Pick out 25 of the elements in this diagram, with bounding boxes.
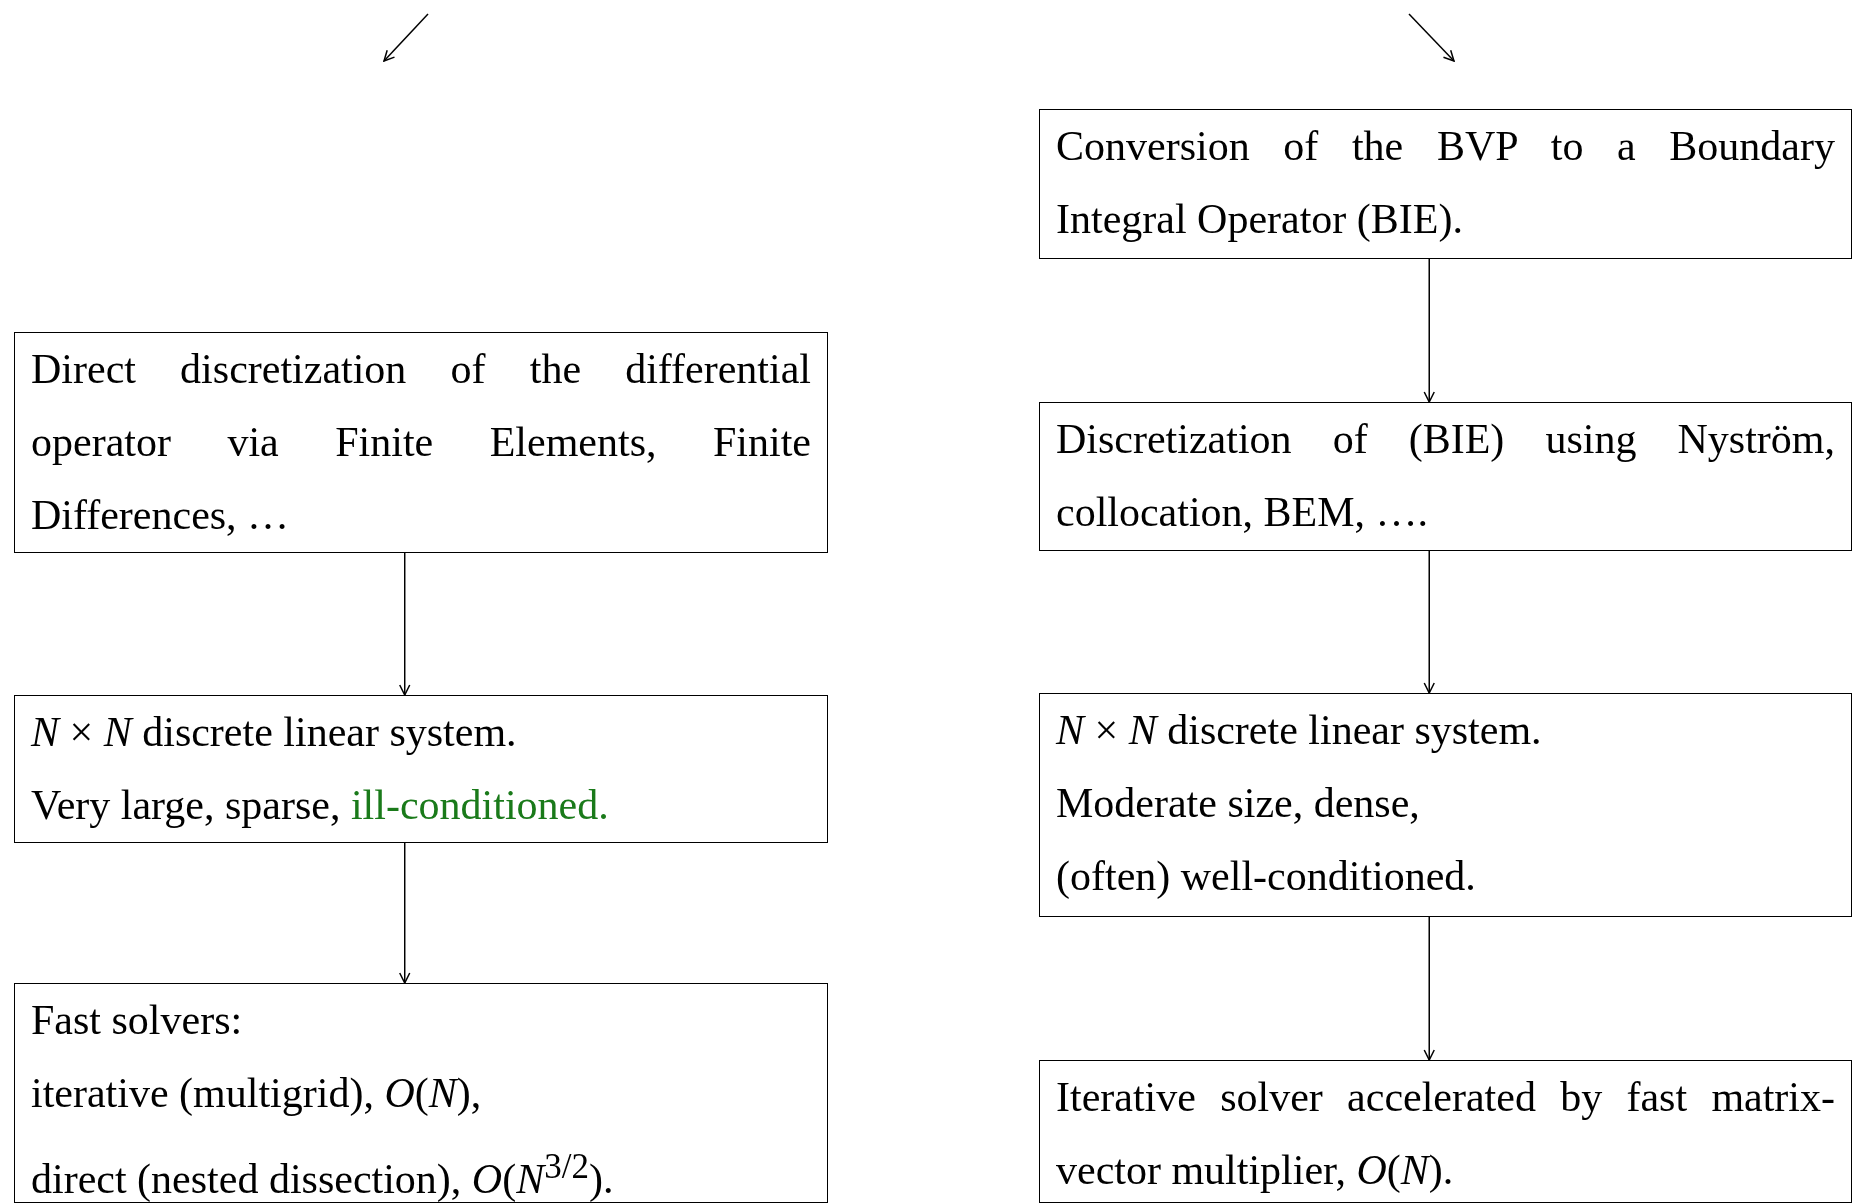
box-text: (often) well-conditioned. (1056, 852, 1477, 901)
box-text: Very large, sparse, (31, 782, 341, 828)
box-text: ill-conditioned. (350, 782, 609, 828)
box-text: Direct discretization of the differential operator via Finite Elements, Finite Differences, … (31, 345, 811, 540)
box-text: Moderate size, dense, (1056, 779, 1421, 828)
process-box (1039, 693, 1852, 917)
box-text: N × N discrete linear system. (31, 708, 518, 757)
arrow (1423, 258, 1435, 403)
arrow (398, 552, 411, 696)
process-box (14, 332, 828, 553)
box-text: N × N discrete linear system. (1056, 706, 1543, 755)
process-box (14, 983, 828, 1203)
box-text: Iterative solver accelerated by fast matrix-vector multiplier, O(N). (1056, 1073, 1835, 1195)
process-box (1039, 109, 1852, 259)
box-text: Discretization of (BIE) using Nyström, collocation, BEM, …. (1056, 415, 1835, 537)
box-text: Conversion of the BVP to a Boundary Integral Operator (BIE). (1056, 122, 1835, 244)
arrow (1423, 550, 1435, 694)
process-box (1039, 1060, 1852, 1203)
box-text: Fast solvers: (31, 996, 244, 1045)
box-text: iterative (multigrid), O(N), (31, 1069, 483, 1118)
arrow (1423, 916, 1435, 1061)
box-text: direct (nested dissection), O(N$^{3/2}$). (31, 1146, 615, 1203)
process-box (14, 695, 828, 843)
process-box (1039, 402, 1852, 551)
arrow (398, 842, 411, 984)
